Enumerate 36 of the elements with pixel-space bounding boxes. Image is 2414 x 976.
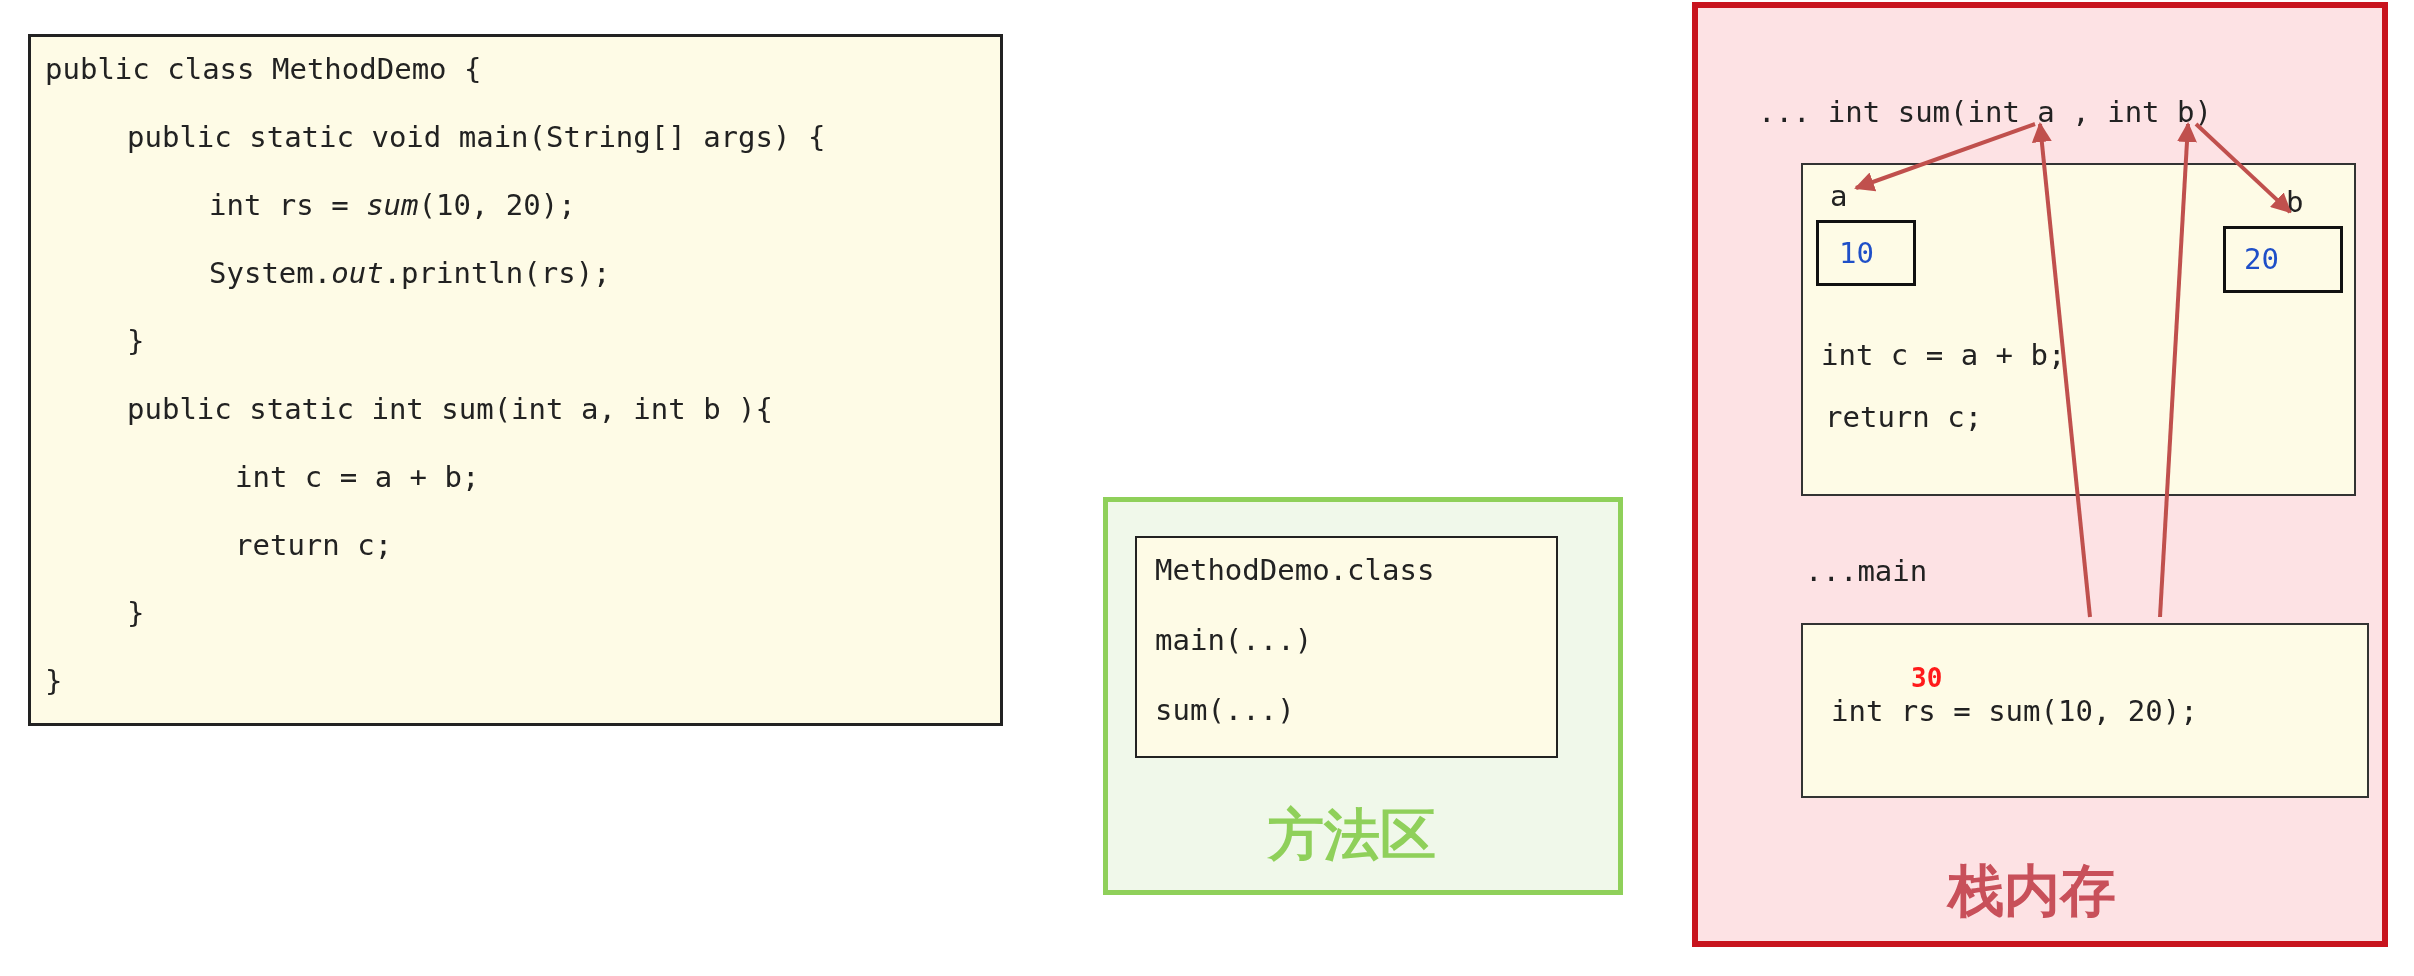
frame-label: ...main bbox=[1805, 553, 1928, 589]
code-line: public class MethodDemo { bbox=[45, 51, 482, 87]
class-box bbox=[1135, 536, 1558, 758]
code-line: return c; bbox=[1825, 399, 1983, 435]
arrow bbox=[2031, 122, 2092, 618]
code-line: int c = a + b; bbox=[235, 459, 480, 495]
code-line: MethodDemo.class bbox=[1155, 552, 1435, 588]
code-panel bbox=[28, 34, 1003, 726]
code-line: int rs = sum(10, 20); bbox=[209, 187, 576, 223]
code-line: } bbox=[45, 663, 63, 699]
variable-value: 20 bbox=[2244, 241, 2279, 277]
code-line: sum(...) bbox=[1155, 692, 1295, 728]
code-line: public static void main(String[] args) { bbox=[127, 119, 826, 155]
code-line: public static int sum(int a, int b ){ bbox=[127, 391, 773, 427]
variable-box bbox=[1816, 220, 1916, 286]
arrow bbox=[1854, 122, 2036, 192]
variable-value: 10 bbox=[1839, 235, 1874, 271]
area-title: 方法区 bbox=[1268, 802, 1436, 868]
result-value: 30 bbox=[1911, 662, 1943, 695]
variable-name: a bbox=[1830, 178, 1848, 214]
stack-memory-panel bbox=[1692, 2, 2388, 947]
variable-box bbox=[2223, 226, 2343, 293]
stack-frame-box bbox=[1801, 163, 2356, 496]
area-title: 栈内存 bbox=[1948, 858, 2116, 924]
code-line: int rs = sum(10, 20); bbox=[1831, 693, 2198, 729]
code-line: System.out.println(rs); bbox=[209, 255, 611, 291]
code-line: return c; bbox=[235, 527, 393, 563]
arrow bbox=[2158, 122, 2197, 618]
code-line: main(...) bbox=[1155, 622, 1313, 658]
code-line: } bbox=[127, 595, 145, 631]
method-signature: ... int sum(int a , int b) bbox=[1758, 94, 2212, 130]
method-area-panel bbox=[1103, 497, 1623, 895]
variable-name: b bbox=[2286, 184, 2304, 220]
arrow bbox=[2194, 122, 2292, 214]
code-line: int c = a + b; bbox=[1821, 337, 2066, 373]
code-line: } bbox=[127, 323, 145, 359]
